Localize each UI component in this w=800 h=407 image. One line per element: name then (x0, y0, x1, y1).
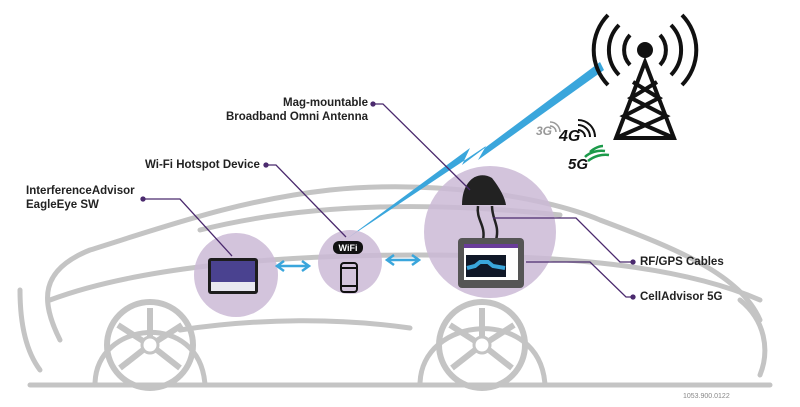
wireless-link-bolt (345, 62, 604, 240)
4g-label: 4G (559, 128, 581, 145)
3g-label: 3G (536, 124, 553, 138)
front-wheel (104, 299, 196, 391)
5g-label: 5G (568, 156, 589, 173)
wifi-badge-text: WiFi (339, 243, 358, 253)
hotspot-label: Wi-Fi Hotspot Device (145, 159, 260, 171)
tablet-device (208, 258, 258, 294)
rear-wheel (436, 299, 528, 391)
interference-label: InterferenceAdvisor EagleEye SW (26, 184, 135, 212)
wifi-badge: WiFi (333, 241, 363, 254)
antenna-label-line1: Mag-mountable (283, 97, 368, 109)
celladvisor-device (458, 238, 524, 288)
celladvisor-label: CellAdvisor 5G (640, 291, 723, 303)
leader-lines (140, 101, 636, 300)
cables-label: RF/GPS Cables (640, 256, 724, 268)
bidirectional-arrow (274, 253, 422, 273)
cell-tower-icon (591, 13, 699, 140)
interference-label-line2: EagleEye SW (26, 199, 99, 211)
interference-label-line1: InterferenceAdvisor (26, 185, 135, 197)
antenna-label-line2: Broadband Omni Antenna (225, 111, 368, 123)
3g-signal-icon (549, 121, 561, 133)
5g-signal-icon (584, 144, 610, 162)
4g-signal-icon (577, 119, 596, 138)
antenna-label: Mag-mountable Broadband Omni Antenna (226, 96, 368, 124)
phone-icon (340, 262, 358, 293)
figure-code: 1053.900.0122 (683, 393, 730, 400)
antenna (462, 175, 506, 241)
